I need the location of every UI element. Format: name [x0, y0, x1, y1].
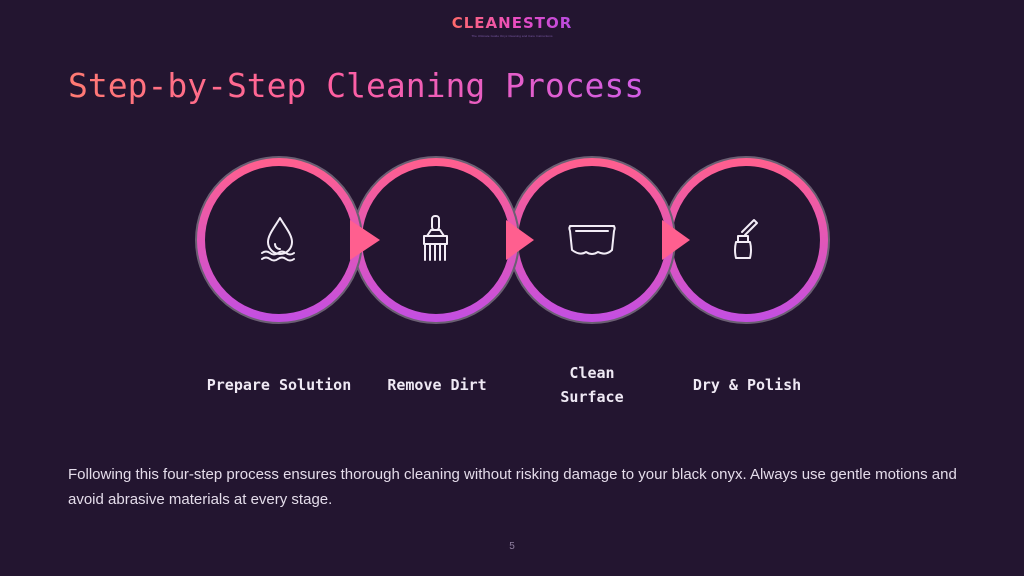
- step-label-prepare-solution: Prepare Solution: [206, 376, 352, 394]
- water-drop-icon: [261, 217, 295, 262]
- brand-logo: CLEANESTOR The Ultimate Guide Onyx Clean…: [0, 14, 1024, 38]
- slide-description: Following this four-step process ensures…: [68, 466, 957, 508]
- polish-bottle-icon: [734, 219, 758, 259]
- brand-name: CLEANESTOR: [451, 14, 573, 32]
- brand-tagline: The Ultimate Guide Onyx Cleaning and Car…: [471, 34, 553, 38]
- arrow-2-icon: [506, 220, 534, 260]
- step-ring-3: [508, 156, 690, 324]
- slide-title: Step-by-Step Cleaning Process: [68, 66, 645, 105]
- step-ring-4: [662, 156, 830, 324]
- cloth-icon: [568, 225, 616, 255]
- arrow-3-icon: [662, 220, 690, 260]
- step-label-dry-polish: Dry & Polish: [692, 376, 802, 394]
- step-label-clean-surface: Clean Surface: [560, 364, 624, 406]
- step-ring-1: [195, 156, 380, 324]
- brush-icon: [423, 215, 448, 261]
- page-number: 5: [509, 541, 515, 552]
- arrow-1-icon: [350, 220, 380, 260]
- step-label-remove-dirt: Remove Dirt: [387, 376, 487, 394]
